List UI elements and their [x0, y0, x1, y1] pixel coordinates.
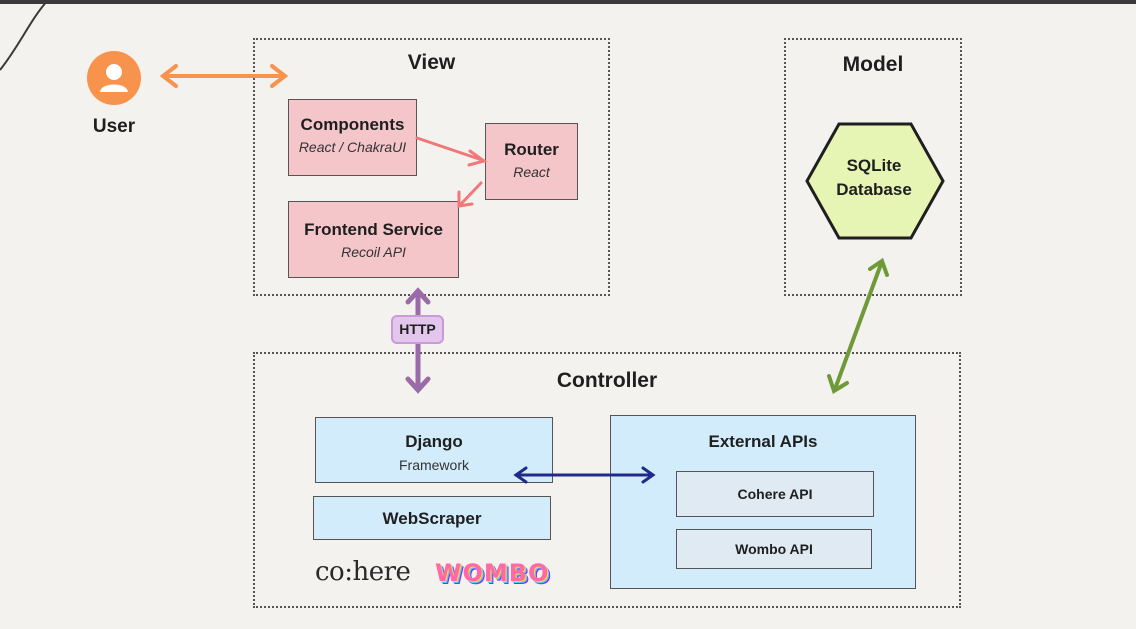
model-title: Model	[842, 53, 904, 76]
webscraper-box: WebScraper	[313, 496, 551, 540]
database-label-line1: SQLite	[846, 156, 902, 175]
view-title: View	[407, 51, 456, 74]
components-subtitle: React / ChakraUI	[298, 139, 407, 155]
controller-section: Controller	[253, 352, 961, 608]
database-label: SQLite Database	[808, 154, 940, 202]
user-icon	[87, 51, 141, 105]
cohere-api-label: Cohere API	[737, 486, 813, 502]
components-box: Components React / ChakraUI	[288, 99, 417, 176]
frontend-service-subtitle: Recoil API	[341, 244, 406, 260]
django-box: Django Framework	[315, 417, 553, 483]
user-label: User	[92, 116, 136, 137]
database-label-line2: Database	[836, 180, 912, 199]
top-border	[0, 0, 1136, 4]
database-hexagon	[805, 122, 945, 240]
frontend-service-box: Frontend Service Recoil API	[288, 201, 459, 278]
frontend-service-title: Frontend Service	[304, 220, 443, 239]
router-subtitle: React	[513, 164, 550, 180]
controller-title: Controller	[556, 369, 658, 392]
wombo-api-box: Wombo API	[676, 529, 872, 569]
external-apis-title: External APIs	[708, 432, 818, 451]
view-section: View	[253, 38, 610, 296]
wombo-api-label: Wombo API	[735, 541, 813, 557]
cohere-logo: co:here	[315, 557, 411, 587]
webscraper-title: WebScraper	[382, 509, 482, 528]
cohere-api-box: Cohere API	[676, 471, 874, 517]
router-box: Router React	[485, 123, 578, 200]
http-badge: HTTP	[391, 315, 444, 344]
components-title: Components	[300, 115, 405, 134]
wombo-logo: WOMBO	[435, 559, 550, 587]
router-title: Router	[504, 140, 559, 159]
django-subtitle: Framework	[398, 457, 469, 473]
django-title: Django	[405, 432, 463, 451]
